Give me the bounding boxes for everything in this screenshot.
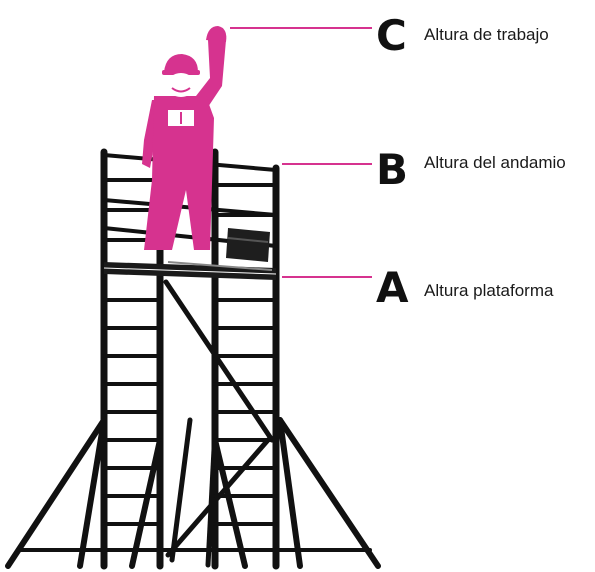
rungs [102,178,278,526]
outriggers [5,417,381,569]
label-scaffold-height: Altura del andamio [424,153,566,172]
leader-lines [230,27,372,278]
height-letter-a: A [376,263,409,312]
platform [103,261,277,280]
label-working-height: Altura de trabajo [424,25,549,44]
worker-face [167,73,195,126]
height-letter-c: C [376,11,407,60]
toolbox-icon [226,228,270,262]
height-letter-b: B [376,145,408,194]
label-platform-height: Altura plataforma [424,281,554,300]
worker-figure [142,26,227,250]
